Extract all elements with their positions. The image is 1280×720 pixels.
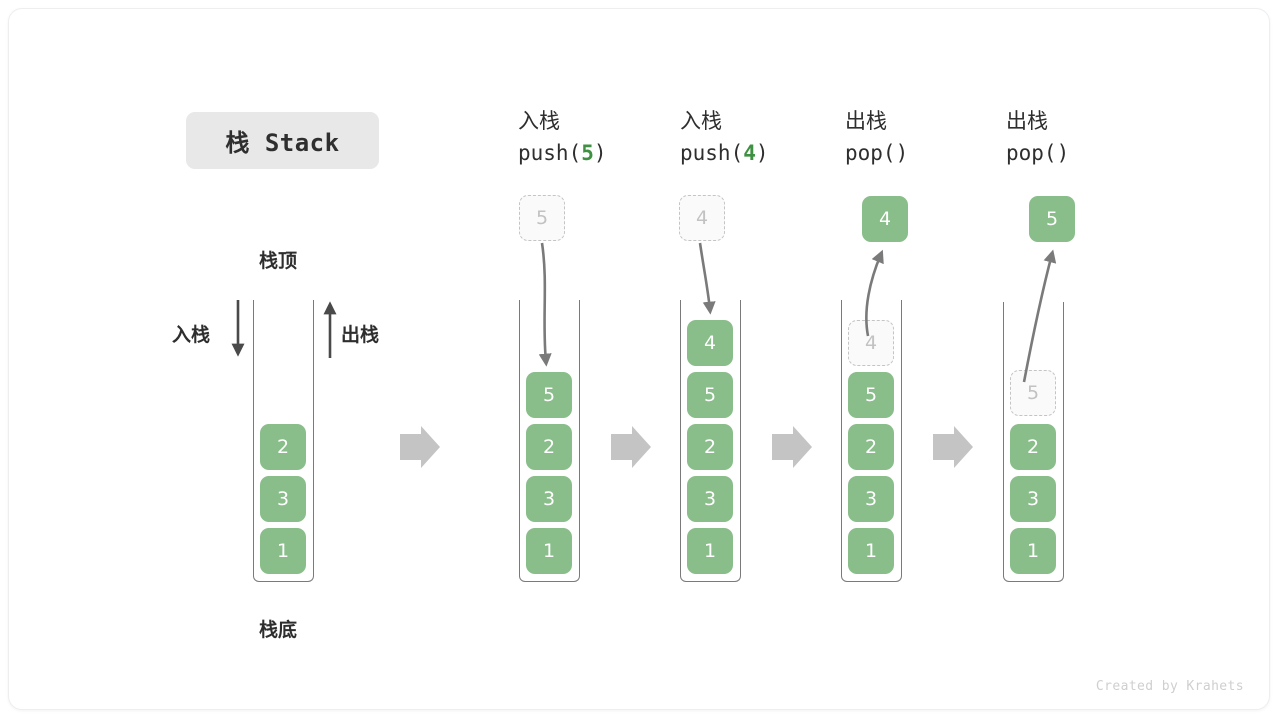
stack-node: 1 — [526, 528, 572, 574]
stack-node: 3 — [1010, 476, 1056, 522]
op-cn-text: 入栈 — [518, 109, 560, 133]
op-code-suffix: ) — [755, 140, 769, 165]
stack-node: 1 — [1010, 528, 1056, 574]
stack-bottom-label: 栈底 — [259, 619, 298, 641]
op-code-prefix: push( — [518, 140, 582, 165]
stack-node: 2 — [687, 424, 733, 470]
stack-node: 2 — [260, 424, 306, 470]
operation-label-pop5: 出栈 pop() — [1006, 106, 1069, 170]
stack-node: 3 — [687, 476, 733, 522]
operation-label-push4: 入栈 push(4) — [680, 106, 769, 170]
stack-node: 5 — [526, 372, 572, 418]
pop-side-label: 出栈 — [341, 324, 380, 346]
credit-text: Created by Krahets — [1095, 679, 1244, 694]
op-cn-text: 出栈 — [845, 109, 887, 133]
stack-node: 1 — [687, 528, 733, 574]
op-cn-text: 出栈 — [1006, 109, 1048, 133]
stack-node: 5 — [848, 372, 894, 418]
floating-node-pop5: 5 — [1029, 196, 1075, 242]
op-code-suffix: ) — [1056, 140, 1070, 165]
stack-node: 4 — [687, 320, 733, 366]
stack-node-ghost: 4 — [848, 320, 894, 366]
stack-container-push5 — [519, 300, 580, 582]
operation-label-push5: 入栈 push(5) — [518, 106, 607, 170]
floating-node-pop4: 4 — [862, 196, 908, 242]
stack-node: 3 — [260, 476, 306, 522]
push-side-label: 入栈 — [172, 324, 211, 346]
op-cn-text: 入栈 — [680, 109, 722, 133]
stack-node: 3 — [526, 476, 572, 522]
op-code-prefix: pop( — [845, 140, 896, 165]
stack-node: 2 — [526, 424, 572, 470]
stack-node: 3 — [848, 476, 894, 522]
stack-container-pop4 — [841, 300, 902, 582]
floating-node-push5: 5 — [519, 195, 565, 241]
stack-node: 2 — [848, 424, 894, 470]
op-code-prefix: push( — [680, 140, 744, 165]
stack-top-label: 栈顶 — [259, 250, 298, 272]
op-code-arg: 5 — [581, 140, 594, 165]
op-code-suffix: ) — [895, 140, 909, 165]
stack-container-pop5 — [1003, 302, 1064, 582]
stack-node-ghost: 5 — [1010, 370, 1056, 416]
diagram-title: 栈 Stack — [186, 112, 379, 169]
stack-node: 5 — [687, 372, 733, 418]
operation-label-pop4: 出栈 pop() — [845, 106, 908, 170]
stack-node: 1 — [260, 528, 306, 574]
op-code-suffix: ) — [593, 140, 607, 165]
op-code-arg: 4 — [743, 140, 756, 165]
stack-container-initial — [253, 300, 314, 582]
op-code-prefix: pop( — [1006, 140, 1057, 165]
stack-container-push4 — [680, 300, 741, 582]
stack-node: 2 — [1010, 424, 1056, 470]
floating-node-push4: 4 — [679, 195, 725, 241]
stack-node: 1 — [848, 528, 894, 574]
